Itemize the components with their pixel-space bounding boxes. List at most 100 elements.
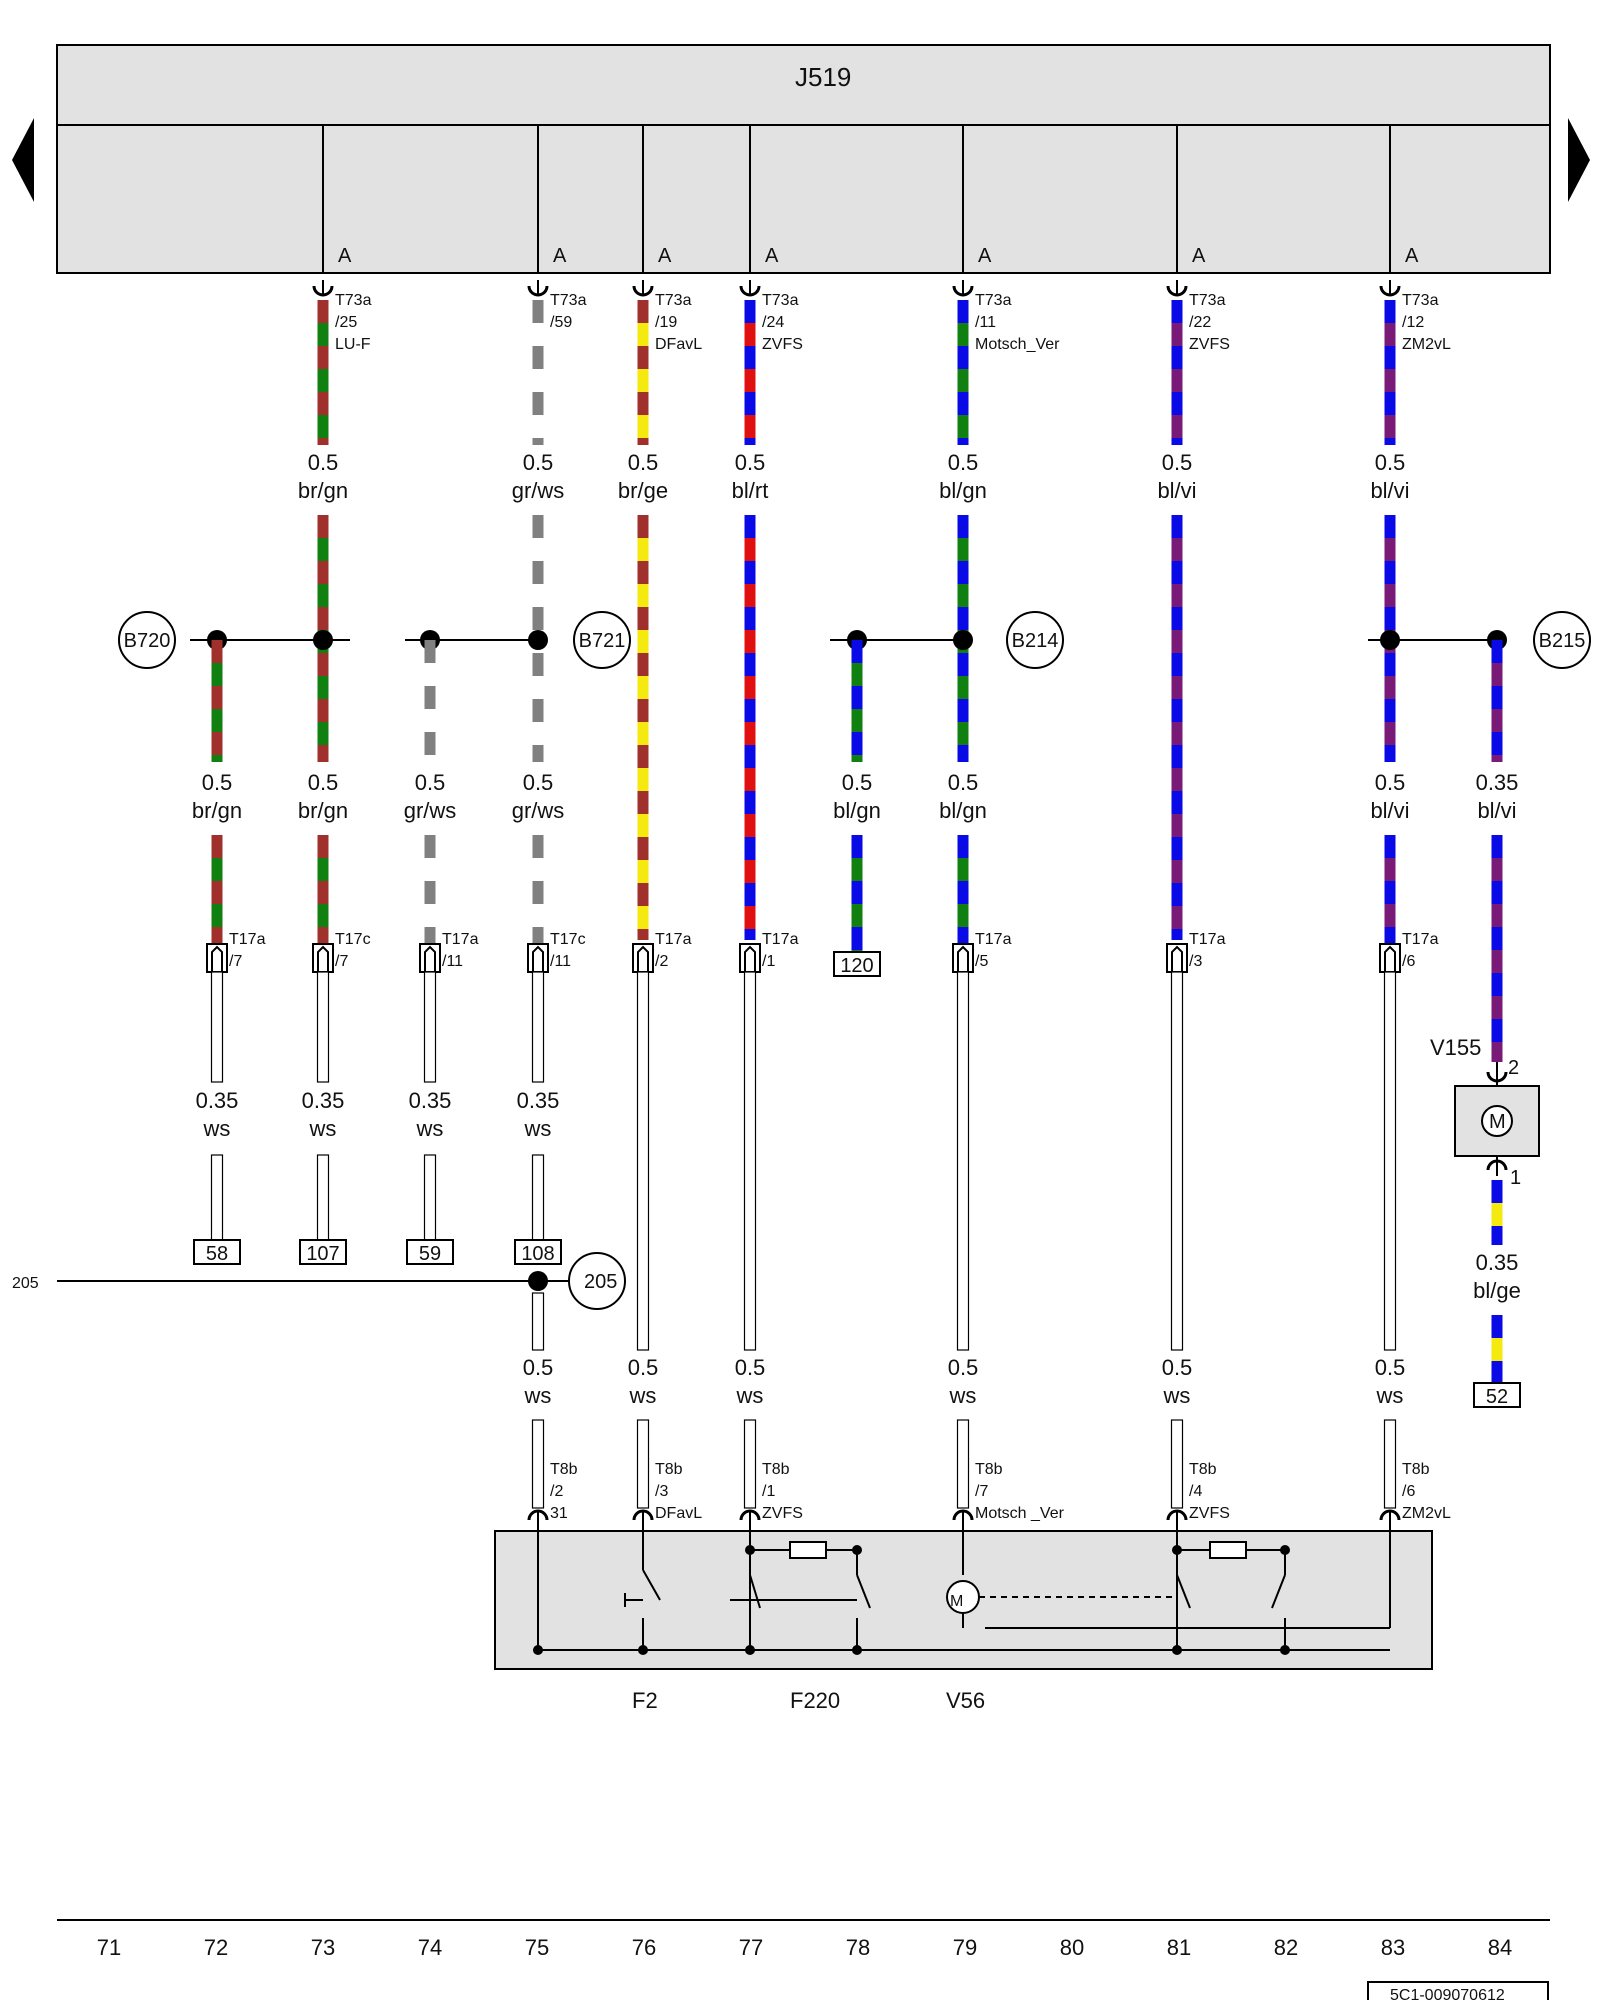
row4-label-3-size: 0.5 [948,1355,979,1380]
t17-conn-4: T17a [655,931,692,948]
t8b-pin-4: /4 [1189,1483,1202,1500]
top-connector-cup-icon-4 [952,285,974,297]
wire-stripe [1171,584,1183,607]
t8b-conn-3: T8b [975,1461,1003,1478]
row3-wire-top-3 [531,971,545,1083]
t17-conn-3: T17c [550,931,586,948]
track-number-81: 81 [1167,1935,1191,1960]
row1-label-1-color: gr/ws [512,478,565,503]
t17-pin-6: /5 [975,953,988,970]
wire-stripe [744,630,756,653]
t8b-signal-3: Motsch _Ver [975,1505,1065,1522]
splice-dot-83 [1380,630,1400,650]
splice-b721-circle [573,611,631,669]
t8b-pin-3: /7 [975,1483,988,1500]
ground-drop-wire [531,1292,545,1351]
wire-stripe [317,415,329,438]
ground-connection-circle [568,1252,626,1310]
wire-stripe [424,709,436,732]
wire-stripe [1171,768,1183,791]
wire-stripe [744,814,756,837]
row3-ref-1: 107 [306,1243,339,1265]
row2-label-2-color: gr/ws [404,798,457,823]
t17-pin-5: /1 [762,953,775,970]
t17-pin-3: /11 [550,953,571,970]
row1-label-3-size: 0.5 [735,450,766,475]
wire-stripe [532,323,544,346]
wire-stripe [1171,814,1183,837]
row2-label-6-color: bl/vi [1370,798,1409,823]
t8b-pin-0: /2 [550,1483,563,1500]
wire-stripe [317,858,329,881]
splice-b720-circle [118,611,176,669]
wire-79-low [957,835,969,945]
wire-stripe [637,722,649,745]
row3-label-1-size: 0.35 [302,1088,345,1113]
splice-b215-circle [1533,611,1591,669]
control-unit-label: J519 [795,62,851,92]
track-number-79: 79 [953,1935,977,1960]
plug-arrow-icon [1384,945,1396,972]
wire-stripe [1384,415,1396,438]
internal-top-node-0 [745,1545,755,1555]
wire-stripe [424,858,436,881]
row1-label-0-color: br/gn [298,478,348,503]
wire-stripe [211,858,223,881]
v155-pin-bottom: 1 [1510,1167,1521,1189]
wire-stripe [851,904,863,927]
t8b-pin-1: /3 [655,1483,668,1500]
wire-stripe [317,676,329,699]
internal-node-2 [745,1645,755,1655]
next-page-arrow-icon[interactable] [1568,118,1590,202]
wire-stripe [744,676,756,699]
t17-conn-0: T17a [229,931,266,948]
component-label-f2: F2 [632,1688,658,1713]
wire-stripe [532,369,544,392]
wire-stripe [1491,709,1503,732]
row2-label-2-size: 0.5 [415,770,446,795]
wire-stripe [957,538,969,561]
t8b-conn-0: T8b [550,1461,578,1478]
t8b-conn-4: T8b [1189,1461,1217,1478]
v155-motor-icon [1481,1105,1513,1137]
wire-stripe [744,722,756,745]
wire-stripe [1384,722,1396,745]
wire-stripe [211,663,223,686]
plug-arrow-icon [1171,945,1183,972]
wire-stripe [317,369,329,392]
t8b-cup-icon-0 [527,1509,549,1521]
previous-page-arrow-icon[interactable] [12,118,34,202]
t17-conn-1: T17c [335,931,371,948]
wire-stripe [1384,584,1396,607]
track-number-83: 83 [1381,1935,1405,1960]
row3-ref-3-box [514,1239,562,1265]
long-white-wire-3 [1170,971,1184,1351]
right-switch-left-blade [1176,1574,1191,1609]
row3-label-3-size: 0.35 [517,1088,560,1113]
v155-bottom-cup-icon [1486,1159,1508,1171]
track-number-76: 76 [632,1935,656,1960]
top-pin-num-0: /25 [335,314,357,331]
t8b-signal-1: DFavL [655,1505,702,1522]
row2-label-1-size: 0.5 [308,770,339,795]
top-pin-num-3: /24 [762,314,784,331]
row3-label-0-size: 0.35 [196,1088,239,1113]
row4-wire-0 [531,1419,545,1509]
row4-label-0-size: 0.5 [523,1355,554,1380]
top-pin-conn-5: T73a [1189,292,1226,309]
top-pin-signal-2: DFavL [655,336,702,353]
row2-label-7-color: bl/vi [1477,798,1516,823]
internal-top-node-3 [1280,1545,1290,1555]
row3-label-2-color: ws [416,1116,444,1141]
row1-label-6-size: 0.5 [1375,450,1406,475]
wire-stripe [851,755,863,762]
wire-stripe [637,860,649,883]
long-white-wire-1 [743,971,757,1351]
ground-connection-label: 205 [584,1271,617,1293]
splice-b214-circle [1006,611,1064,669]
top-pin-conn-3: T73a [762,292,799,309]
j519-pin-letter-2: A [658,245,672,267]
row3-wire-top-0 [210,971,224,1083]
internal-node-5 [1280,1645,1290,1655]
wire-stripe [957,858,969,881]
